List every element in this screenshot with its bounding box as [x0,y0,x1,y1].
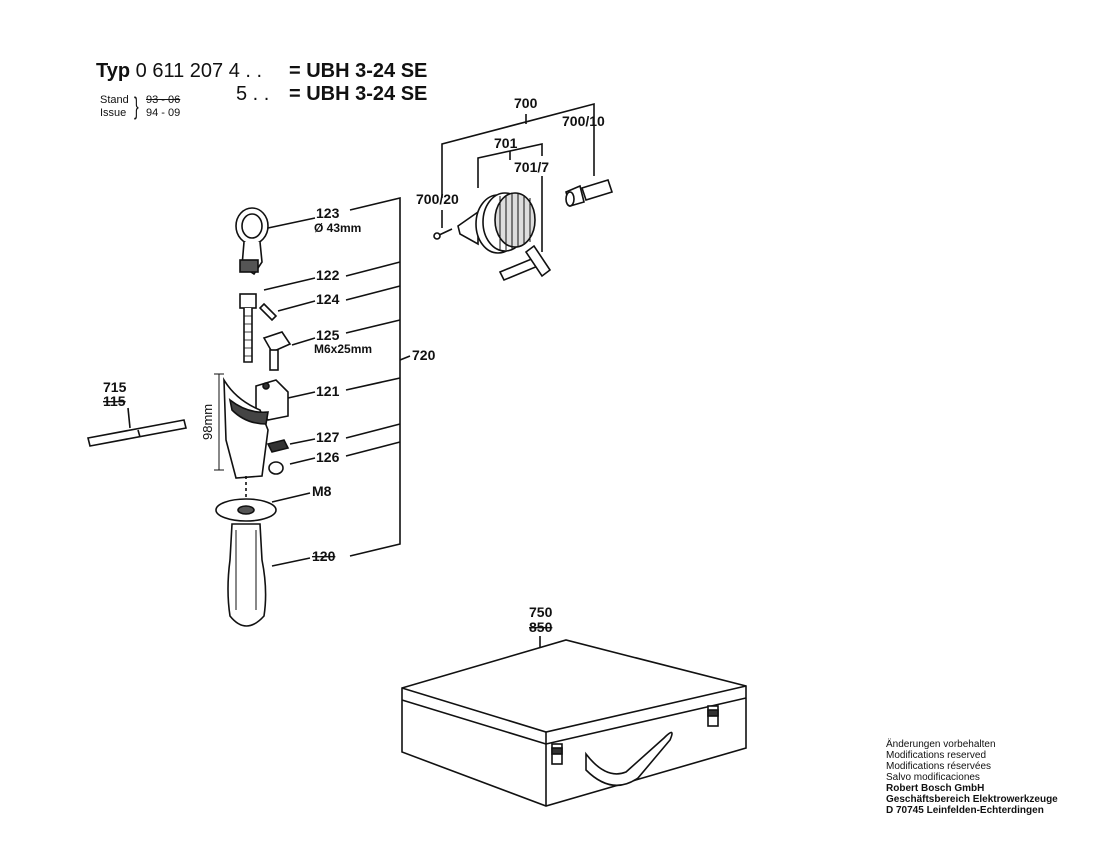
leader-124-a [345,285,401,301]
leader-m8 [271,492,311,503]
footer-company: Robert Bosch GmbH [886,783,985,794]
footer-line-es: Salvo modificaciones [886,772,980,783]
clamp-ring-123 [235,207,269,276]
variant-1: 4 . . [228,60,263,82]
footer-division: Geschäftsbereich Elektrowerkzeuge [886,794,1058,805]
label-m8: M8 [312,483,332,499]
stand-value: 93 - 06 [146,94,181,106]
leader-127-a [345,423,401,439]
label-720: 720 [412,347,436,363]
footer-line-en: Modifications reserved [886,750,987,761]
leader-125-a [345,319,401,334]
leader-122-a [345,261,401,277]
model-type-line: Typ 0 611 207 4 . . [96,60,262,83]
drill-chuck-701 [457,192,536,254]
label-123: 123 [316,205,340,221]
handle-holder [223,376,269,479]
leader-720 [399,355,411,361]
label-125-dim: M6x25mm [314,342,372,356]
label-124: 124 [316,291,340,307]
leader-126 [289,457,316,465]
label-701: 701 [494,135,518,151]
label-125: 125 [316,327,340,343]
typ-number: 0 611 207 [135,60,224,82]
depth-rod-122 [239,293,257,363]
label-126: 126 [316,449,340,465]
stand-label: Stand [100,94,129,106]
label-701-7: 701/7 [514,159,549,175]
rod-715 [87,407,187,447]
footer-line-fr: Modifications réservées [886,761,992,772]
label-115: 115 [103,393,126,409]
leader-120 [271,557,311,567]
leader-126-a [345,441,401,457]
label-700: 700 [514,95,538,111]
screw-700-20 [433,228,453,240]
leader-121 [287,391,316,399]
model-name-2: = UBH 3-24 SE [289,83,428,105]
clamp-plate-127 [266,439,290,453]
label-98mm: 98mm [200,404,215,440]
wing-screw-125 [262,331,292,371]
chuck-key-701-7 [498,244,552,282]
issue-value: 94 - 09 [146,107,181,119]
nut-126 [268,461,284,475]
leader-124 [277,300,316,312]
label-715: 715 [103,379,127,395]
typ-label: Typ [96,60,131,82]
label-700-10: 700/10 [562,113,605,129]
leader-123 [267,217,316,229]
footer-notes: Änderungen vorbehalten Modifications res… [886,739,1058,816]
label-120: 120 [312,548,336,564]
label-122: 122 [316,267,340,283]
issue-label: Issue [100,107,127,119]
carrying-case-750 [401,639,747,807]
side-handle-120 [215,498,277,627]
footer-address: D 70745 Leinfelden-Echterdingen [886,805,1044,816]
label-127: 127 [316,429,340,445]
dimension-98mm [214,373,224,471]
stand-issue-values: 93 - 06 94 - 09 [146,94,180,120]
label-850: 850 [529,619,553,635]
bracket-720 [349,196,401,557]
leader-125 [291,337,316,346]
leader-122 [263,277,316,291]
stand-issue-labels: Stand Issue [100,94,129,120]
leader-121-a [345,377,401,391]
variant-2: 5 . . [236,83,270,105]
brace-glyph: } [134,91,139,120]
label-750: 750 [529,604,553,620]
label-700-20: 700/20 [416,191,459,207]
footer-line-de: Änderungen vorbehalten [886,739,996,750]
bracket-700 [441,102,595,198]
pin-124 [258,302,278,322]
label-123-dim: Ø 43mm [314,221,361,235]
sds-adapter-700-10 [565,179,614,207]
leader-127 [289,438,316,445]
label-121: 121 [316,383,340,399]
model-name-1: = UBH 3-24 SE [289,60,428,82]
